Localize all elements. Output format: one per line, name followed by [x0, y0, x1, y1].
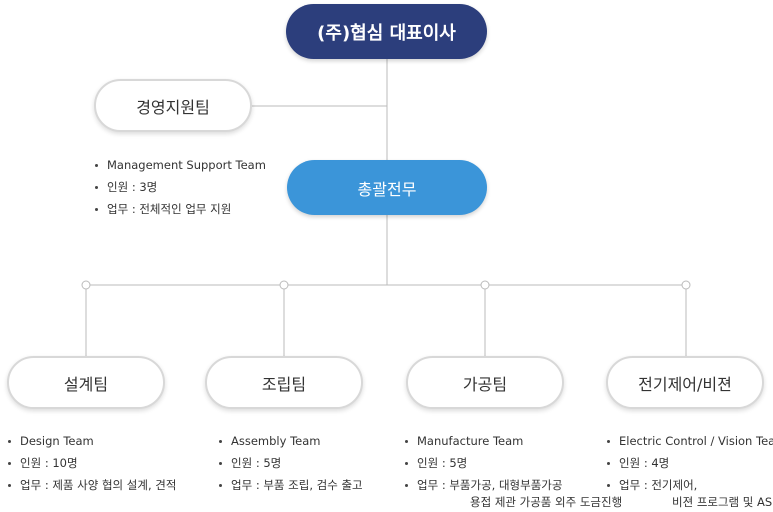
team4-junction-dot — [681, 280, 691, 290]
manufacture-team-info: Manufacture Team 인원 : 5명 업무 : 부품가공, 대형부품… — [404, 430, 622, 511]
assembly-team-english-name: Assembly Team — [218, 430, 363, 452]
assembly-team-headcount: 인원 : 5명 — [218, 452, 363, 474]
electric-vision-team-duty-line1: 업무 : 전기제어, — [619, 478, 698, 492]
electric-vision-team-duty-line2: 비젼 프로그램 및 AS — [672, 495, 773, 509]
manufacture-team-duty-line2: 용접 제관 가공품 외주 도금진행 — [470, 495, 623, 509]
team2-junction-dot — [279, 280, 289, 290]
assembly-team-duty: 업무 : 부품 조립, 검수 출고 — [218, 474, 363, 496]
manufacture-team-box: 가공팀 — [406, 356, 564, 409]
ceo-box: (주)협심 대표이사 — [286, 4, 487, 59]
electric-vision-team-duty: 업무 : 전기제어, 비젼 프로그램 및 AS — [606, 474, 773, 511]
design-team-info: Design Team 인원 : 10명 업무 : 제품 사양 협의 설계, 견… — [7, 430, 176, 496]
team1-junction-dot — [81, 280, 91, 290]
electric-vision-team-english-name: Electric Control / Vision Team — [606, 430, 773, 452]
electric-vision-team-headcount: 인원 : 4명 — [606, 452, 773, 474]
support-team-headcount: 인원 : 3명 — [94, 176, 266, 198]
electric-vision-team-info: Electric Control / Vision Team 인원 : 4명 업… — [606, 430, 773, 511]
support-team-english-name: Management Support Team — [94, 154, 266, 176]
support-team-box: 경영지원팀 — [94, 79, 252, 132]
manufacture-team-headcount: 인원 : 5명 — [404, 452, 622, 474]
manufacture-team-duty-line1: 업무 : 부품가공, 대형부품가공 — [417, 478, 563, 492]
support-team-info: Management Support Team 인원 : 3명 업무 : 전체적… — [94, 154, 266, 220]
director-box: 총괄전무 — [287, 160, 487, 215]
design-team-headcount: 인원 : 10명 — [7, 452, 176, 474]
design-team-box: 설계팀 — [7, 356, 165, 409]
assembly-team-info: Assembly Team 인원 : 5명 업무 : 부품 조립, 검수 출고 — [218, 430, 363, 496]
team3-junction-dot — [480, 280, 490, 290]
design-team-duty: 업무 : 제품 사양 협의 설계, 견적 — [7, 474, 176, 496]
electric-vision-team-box: 전기제어/비젼 — [606, 356, 764, 409]
support-team-duty: 업무 : 전체적인 업무 지원 — [94, 198, 266, 220]
manufacture-team-english-name: Manufacture Team — [404, 430, 622, 452]
manufacture-team-duty: 업무 : 부품가공, 대형부품가공 용접 제관 가공품 외주 도금진행 — [404, 474, 622, 511]
design-team-english-name: Design Team — [7, 430, 176, 452]
assembly-team-box: 조립팀 — [205, 356, 363, 409]
